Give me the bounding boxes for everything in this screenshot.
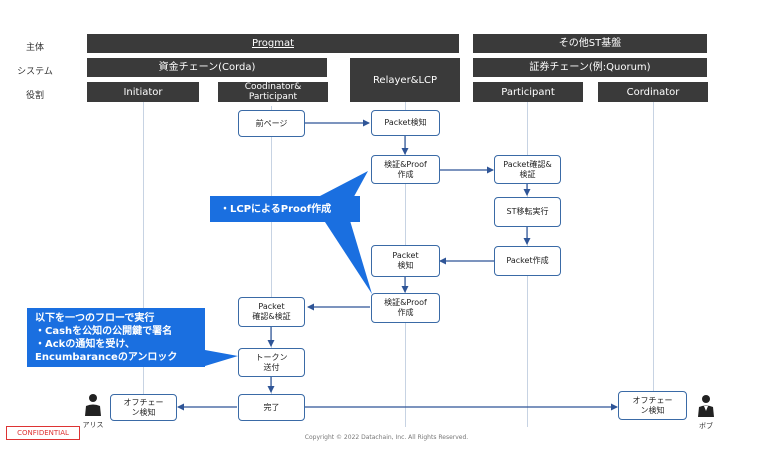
- header-other-st-base: その他ST基盤: [473, 34, 707, 53]
- box-offchain-detect-right: オフチェー ン検知: [618, 391, 687, 420]
- callout-line: ・Cashを公知の公開鍵で署名: [35, 326, 173, 337]
- box-packet-detect: Packet検知: [371, 110, 440, 136]
- person-bob-label: ボブ: [699, 422, 713, 430]
- row-label-role: 役割: [25, 91, 44, 101]
- box-offchain-detect-left: オフチェー ン検知: [110, 394, 177, 421]
- callout-line: Encumbaranceのアンロック: [35, 352, 178, 363]
- header-role-coordinator-participant: Coodinator& Participant: [218, 82, 328, 102]
- callout-line: ・Ackの通知を受け、: [35, 339, 135, 350]
- header-role-coordinator: Cordinator: [598, 82, 708, 102]
- confidential-badge: CONFIDENTIAL: [6, 426, 80, 440]
- lane-coordinator: [653, 102, 654, 392]
- box-complete: 完了: [238, 394, 305, 421]
- box-packet-confirm-verify: Packet確認& 検証: [494, 155, 561, 184]
- header-role-participant: Participant: [473, 82, 583, 102]
- box-verify-proof-1: 検証&Proof 作成: [371, 155, 440, 184]
- box-packet-confirm-verify-2: Packet 確認&検証: [238, 297, 305, 327]
- header-role-initiator: Initiator: [87, 82, 199, 102]
- box-token-send: トークン 送付: [238, 348, 305, 377]
- lane-initiator: [143, 102, 144, 398]
- row-label-system: システム: [17, 67, 53, 77]
- copyright-text: Copyright © 2022 Datachain, Inc. All Rig…: [304, 434, 469, 441]
- callout-single-flow: 以下を一つのフローで実行 ・Cashを公知の公開鍵で署名 ・Ackの通知を受け、…: [27, 308, 205, 367]
- header-relayer-lcp: Relayer&LCP: [350, 58, 460, 102]
- box-st-transfer: ST移転実行: [494, 197, 561, 227]
- row-label-entity: 主体: [25, 43, 44, 53]
- header-cash-chain: 資金チェーン(Corda): [87, 58, 327, 77]
- person-alice-label: アリス: [82, 421, 104, 429]
- box-verify-proof-2: 検証&Proof 作成: [371, 293, 440, 323]
- box-packet-detect-2: Packet 検知: [371, 245, 440, 277]
- header-securities-chain: 証券チェーン(例:Quorum): [473, 58, 707, 77]
- box-prev-page: 前ページ: [238, 110, 305, 137]
- callout-lcp-proof: ・LCPによるProof作成: [210, 196, 360, 222]
- callout-line: 以下を一つのフローで実行: [35, 313, 155, 324]
- header-progmat: Progmat: [87, 34, 459, 53]
- lane-coordinator-participant: [271, 106, 272, 398]
- box-packet-create: Packet作成: [494, 246, 561, 276]
